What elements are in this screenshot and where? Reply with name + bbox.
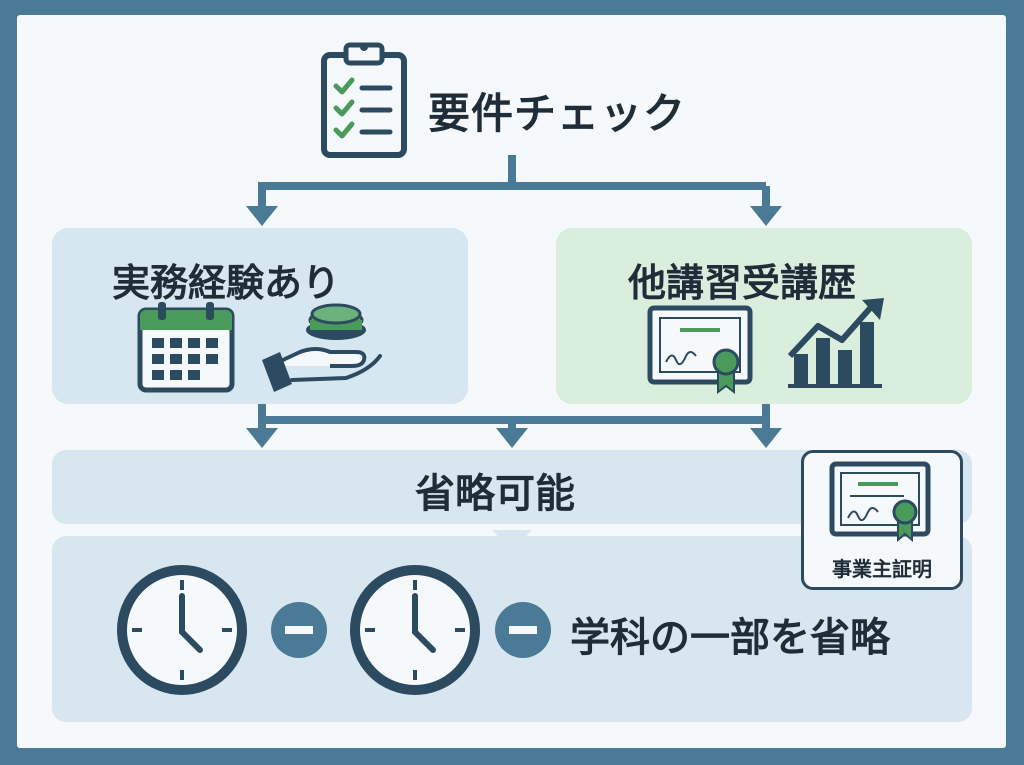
merge-label: 省略可能 [415, 471, 575, 517]
branch-prior-course-label: 他講習受講歴 [628, 261, 857, 305]
arrow-head-left [246, 206, 278, 226]
arrow-head-merge-left [246, 428, 278, 448]
branch-prior-course: 他講習受講歴 [556, 228, 972, 404]
arrow-head-merge-right [750, 428, 782, 448]
result-label: 学科の一部を省略 [570, 615, 890, 661]
arrow-head-right [750, 206, 782, 226]
branch-work-experience-label: 実務経験あり [112, 261, 341, 305]
arrow-head-merge-center [496, 428, 528, 448]
page-title: 要件チェック [428, 89, 687, 138]
employer-certificate-label: 事業主証明 [832, 557, 932, 581]
branch-work-experience: 実務経験あり [52, 228, 468, 404]
